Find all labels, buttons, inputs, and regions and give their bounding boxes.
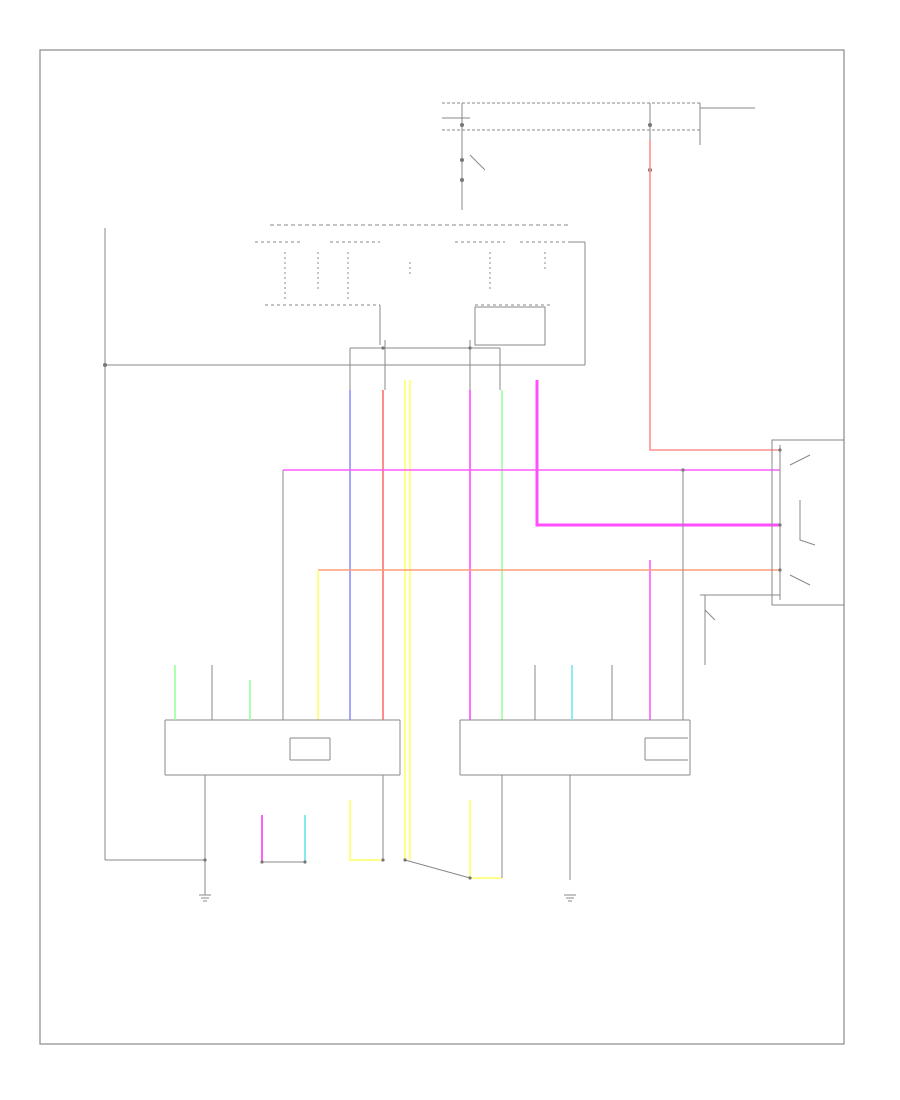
wire-violet (535, 380, 780, 527)
mirror-switch (255, 224, 586, 365)
bus-line (104, 228, 585, 861)
junction-dots (203, 346, 782, 880)
right-connector (459, 719, 691, 880)
power-feed-group (442, 102, 755, 210)
diagram-border (39, 49, 845, 1045)
wire-yellow-low-left (349, 800, 383, 861)
ground-right-icon (564, 894, 576, 902)
wire-yellow-low-right (469, 800, 502, 879)
wire-pink-feed (649, 140, 780, 451)
fuse-box-left (460, 123, 464, 182)
ground-left-icon (199, 894, 211, 902)
left-connector (164, 719, 401, 860)
memory-module (700, 439, 845, 665)
